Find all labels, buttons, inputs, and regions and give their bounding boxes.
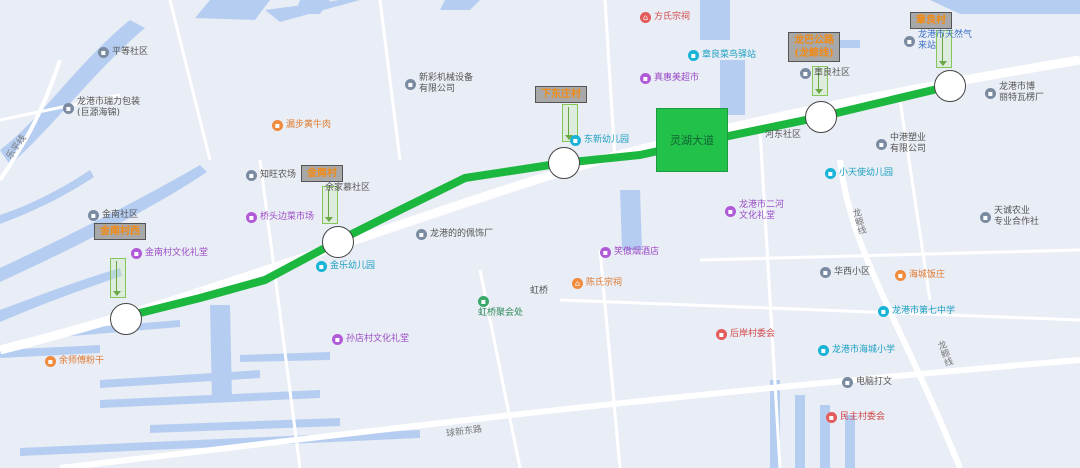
building-icon: ▪	[876, 138, 887, 150]
poi-zhonggang-plastic[interactable]: ▪中港塑业 有限公司	[876, 133, 926, 155]
station-marker-arrow	[562, 104, 578, 142]
building-icon: ▪	[416, 229, 427, 240]
station-label-longba-road[interactable]: 龙巴公路 (龙鲸线)	[788, 32, 840, 62]
food-icon: ▪	[895, 270, 906, 281]
poi-qiaotoubian-market[interactable]: ▪桥头边菜市场	[246, 212, 314, 224]
poi-ruili-packaging[interactable]: ▪龙港市瑞力包装 (巨源海锦)	[63, 97, 140, 119]
poi-jinnan-culture-hall[interactable]: ▪金南村文化礼堂	[131, 248, 208, 260]
station-stop-5[interactable]	[934, 70, 966, 102]
station-marker-arrow	[322, 186, 338, 224]
station-stop-3[interactable]	[548, 147, 580, 179]
poi-sundian-culture-hall[interactable]: ▪孙店村文化礼堂	[332, 334, 409, 346]
building-icon: ▪	[800, 68, 811, 79]
poi-fang-ancestral-hall[interactable]: ⌂方氏宗祠	[640, 12, 690, 24]
station-label-jinnancunxi[interactable]: 金南村西	[94, 223, 146, 240]
poi-minzhu-village-committee[interactable]: ▪民主村委会	[826, 412, 885, 424]
station-label-zhangliangcun[interactable]: 章良村	[910, 12, 952, 29]
poi-yujiamu-community[interactable]: 余家慕社区	[325, 183, 371, 193]
poi-xiaoao-tobacco-shop[interactable]: ▪笑傲烟酒店	[600, 247, 659, 259]
school-icon: ▪	[878, 306, 889, 317]
poi-dongxin-kindergarten[interactable]: ▪东新幼儿园	[570, 135, 629, 147]
poi-tiancheng-agri-coop[interactable]: ▪天诚农业 专业合作社	[980, 206, 1039, 228]
building-icon: ▪	[820, 267, 831, 278]
station-label-jinnancun[interactable]: 金南村	[301, 165, 343, 182]
temple-icon: ⌂	[572, 278, 583, 289]
poi-xincai-machinery[interactable]: ▪新彩机械设备 有限公司	[405, 73, 473, 95]
shop-icon: ▪	[332, 334, 343, 345]
poi-no7-middle-school[interactable]: ▪龙港市第七中学	[878, 306, 955, 318]
route-name-label: 灵湖大道	[670, 134, 714, 147]
shop-icon: ▪	[246, 212, 257, 223]
school-icon: ▪	[825, 168, 836, 179]
church-icon: ▪	[478, 296, 489, 307]
poi-jinnan-community[interactable]: ▪金南社区	[88, 210, 138, 222]
shop-icon: ▪	[640, 73, 651, 84]
poi-haicheng-restaurant[interactable]: ▪海城饭庄	[895, 270, 945, 282]
building-icon: ▪	[405, 78, 416, 90]
poi-chen-ancestral-hall[interactable]: ⌂陈氏宗祠	[572, 278, 622, 290]
school-icon: ▪	[316, 261, 327, 272]
shop-icon: ▪	[600, 247, 611, 258]
parcel-icon: ▪	[688, 50, 699, 61]
station-stop-1[interactable]	[110, 303, 142, 335]
poi-natural-gas-station[interactable]: ▪龙港市天然气 来站	[904, 30, 972, 52]
building-icon: ▪	[980, 211, 991, 223]
poi-haicheng-primary-school[interactable]: ▪龙港市海城小学	[818, 345, 895, 357]
shop-icon: ▪	[725, 205, 736, 217]
route-line	[120, 82, 954, 321]
poi-xiaotianshi-kindergarten[interactable]: ▪小天使幼儿园	[825, 168, 893, 180]
building-icon: ▪	[985, 87, 996, 99]
poi-beef-restaurant[interactable]: ▪漏步黄牛肉	[272, 120, 331, 132]
shop-icon: ▪	[131, 248, 142, 259]
poi-hongqiao-meeting-place[interactable]: ▪虹桥聚会处	[478, 296, 524, 318]
poi-jinle-kindergarten[interactable]: ▪金乐幼儿园	[316, 261, 375, 273]
building-icon: ▪	[98, 47, 109, 58]
poi-accessories-factory[interactable]: ▪龙港的的佩饰厂	[416, 229, 493, 241]
poi-hedong-community[interactable]: 河东社区	[765, 130, 802, 140]
poi-cainiao-station[interactable]: ▪章良菜鸟驿站	[688, 50, 756, 62]
building-icon: ▪	[904, 35, 915, 47]
building-icon: ▪	[88, 210, 99, 221]
temple-icon: ⌂	[640, 12, 651, 23]
poi-zhenhuimei-supermarket[interactable]: ▪真惠美超市	[640, 73, 699, 85]
station-marker-arrow	[110, 258, 126, 298]
station-stop-4[interactable]	[805, 101, 837, 133]
poi-zhangliang-community[interactable]: ▪章良社区	[800, 68, 850, 80]
poi-erhe-culture-hall[interactable]: ▪龙港市二河 文化礼堂	[725, 200, 784, 222]
building-icon: ▪	[842, 377, 853, 388]
station-stop-2[interactable]	[322, 226, 354, 258]
building-icon: ▪	[246, 170, 257, 181]
poi-yushifu-rice-noodles[interactable]: ▪余师傅粉干	[45, 356, 104, 368]
poi-boli-carton-factory[interactable]: ▪龙港市博 丽特瓦楞厂	[985, 82, 1044, 104]
route-name-callout: 灵湖大道	[656, 108, 728, 172]
station-marker-arrow	[936, 30, 952, 68]
poi-computer-typing[interactable]: ▪电脑打文	[842, 377, 892, 389]
poi-huaxi-residential[interactable]: ▪华西小区	[820, 267, 870, 279]
school-icon: ▪	[818, 345, 829, 356]
office-icon: ▪	[716, 329, 727, 340]
office-icon: ▪	[826, 412, 837, 423]
label-hongqiao: 虹桥	[530, 286, 549, 296]
poi-houan-village-committee[interactable]: ▪后岸村委会	[716, 329, 775, 341]
poi-pingdeng-community[interactable]: ▪平等社区	[98, 47, 148, 59]
food-icon: ▪	[45, 356, 56, 367]
station-label-xiadongzhuangcun[interactable]: 下东庄村	[535, 86, 587, 103]
food-icon: ▪	[272, 120, 283, 131]
station-marker-arrow	[812, 66, 828, 96]
building-icon: ▪	[63, 102, 74, 114]
poi-zhiwang-farm[interactable]: ▪知旺农场	[246, 170, 296, 182]
school-icon: ▪	[570, 135, 581, 146]
